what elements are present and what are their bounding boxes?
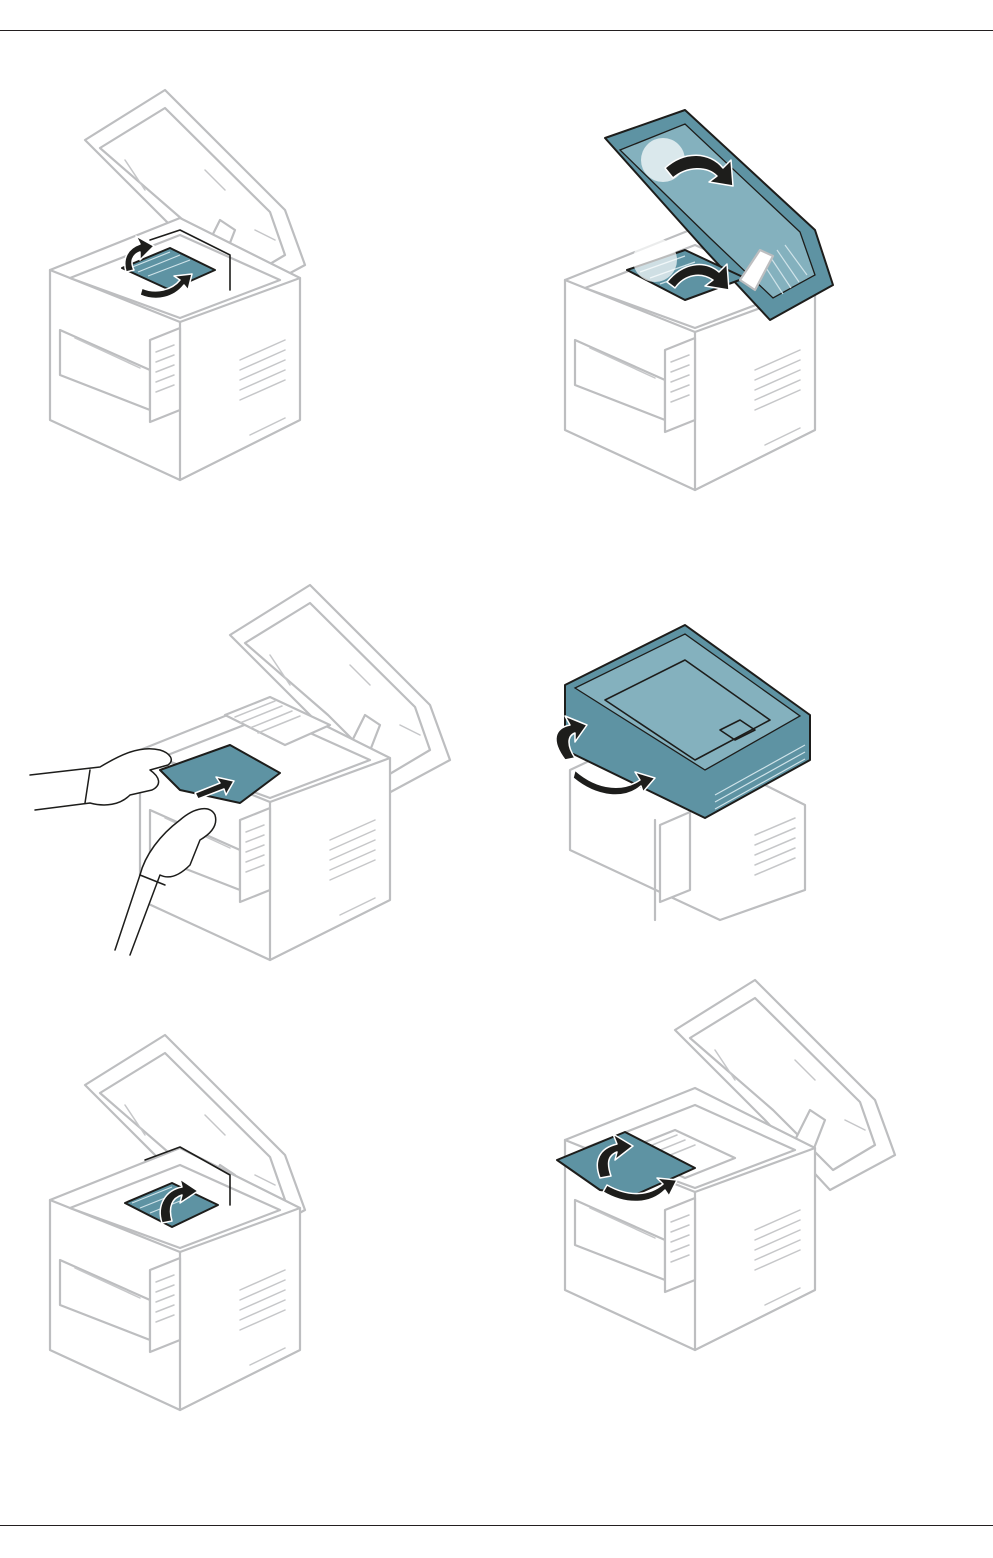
figure-open-scan-lid xyxy=(545,110,845,485)
figure-open-inner-cover xyxy=(30,90,320,485)
figure-close-inner-cover xyxy=(30,1035,320,1410)
figure-close-scanner-unit xyxy=(545,620,820,920)
figure-open-output-cover xyxy=(545,980,845,1350)
figure-pull-out-jammed-paper xyxy=(30,585,410,960)
header-rule xyxy=(0,30,993,31)
footer-rule xyxy=(0,1525,993,1526)
